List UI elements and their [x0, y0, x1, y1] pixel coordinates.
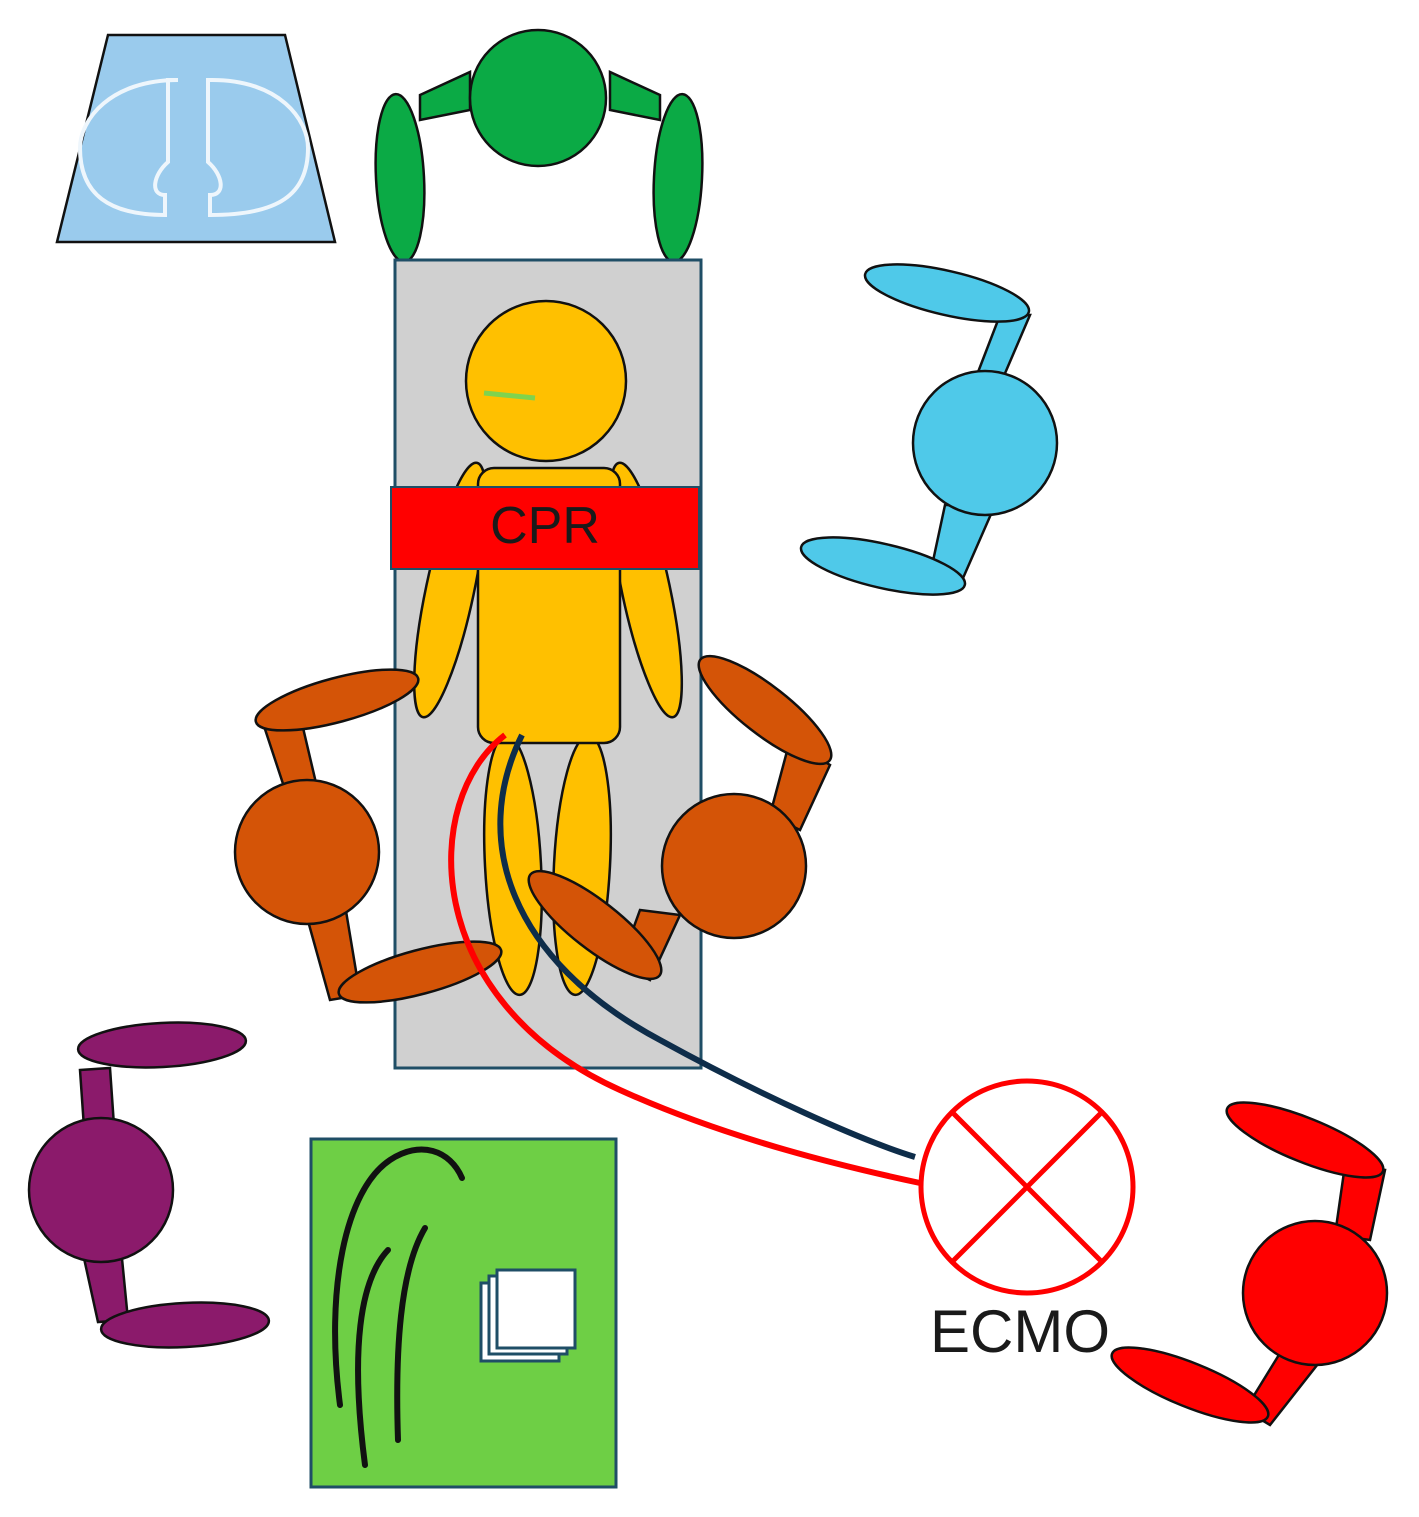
- ecmo-pump-icon: [918, 1078, 1136, 1296]
- arterial-cannula-line: [448, 732, 921, 1186]
- perfusionist-staff-icon: [1110, 1101, 1389, 1427]
- cpr-label: CPR: [490, 497, 600, 555]
- supply-cart-icon: [309, 1137, 618, 1489]
- airway-staff-icon: [374, 28, 704, 264]
- cannulation-staff-right-icon: [527, 654, 833, 982]
- cannulation-staff-left-icon: [233, 668, 503, 1004]
- cpr-device: CPR: [390, 486, 700, 570]
- ultrasound-machine-icon: [55, 33, 337, 244]
- medication-staff-icon: [27, 1021, 271, 1349]
- assistant-staff-icon: [799, 263, 1059, 596]
- ecmo-label: ECMO: [930, 1298, 1110, 1365]
- venous-cannula-line: [497, 733, 916, 1160]
- guidewire-icon: [332, 1146, 465, 1468]
- sterile-drapes-icon: [479, 1268, 577, 1363]
